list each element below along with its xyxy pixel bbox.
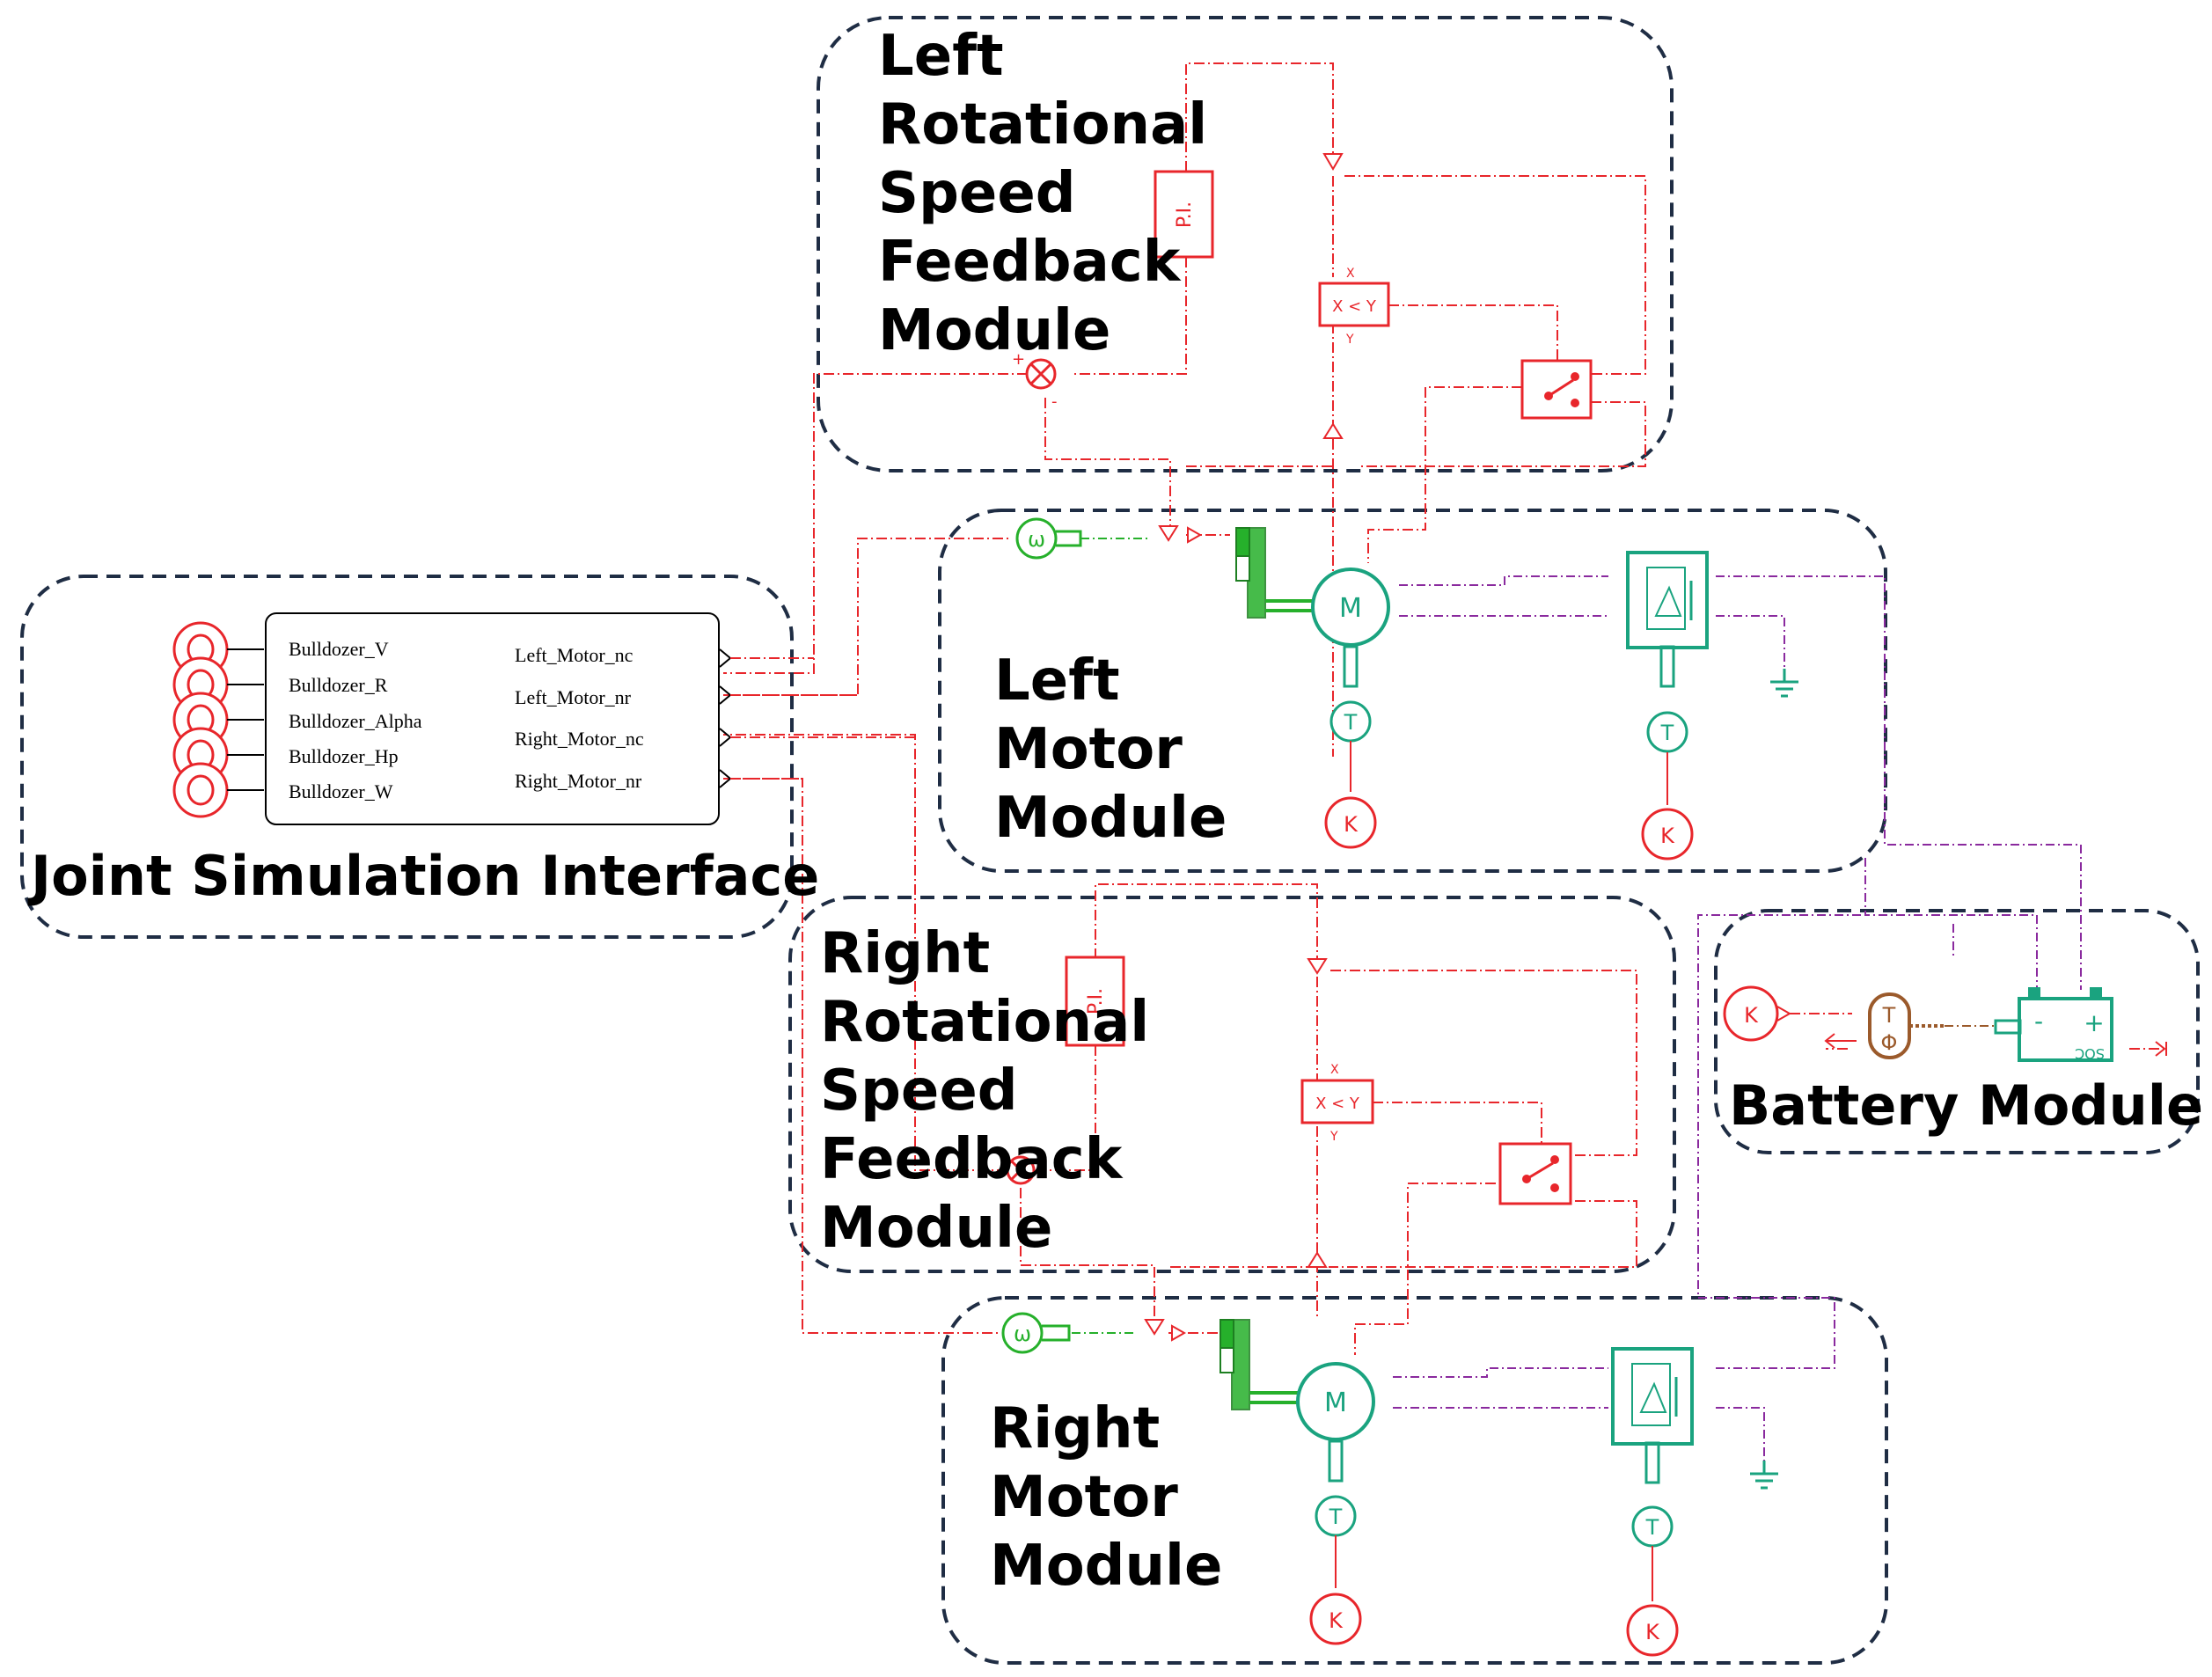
right-motor-label: M (1324, 1388, 1347, 1418)
mech-wires (1072, 538, 1148, 1334)
battery-title: Battery Module (1729, 1073, 2203, 1138)
right-compare-block (1300, 1079, 1374, 1124)
left-feedback-frame (817, 16, 1674, 472)
left-inverter-torque-sensor (1646, 711, 1688, 753)
right-pi-label: P.I. (1085, 988, 1107, 1014)
interface-input-3: Bulldozer_Hp (289, 745, 399, 767)
interface-block (265, 612, 720, 825)
interface-input-2: Bulldozer_Alpha (289, 710, 422, 732)
right-compare-x: X (1330, 1063, 1339, 1077)
joint-interface: Bulldozer_V Bulldozer_R Bulldozer_Alpha … (172, 612, 915, 825)
left-pi-label: P.I. (1174, 201, 1196, 228)
left-speed-sensor-label: ω (1028, 527, 1045, 552)
left-motor (1311, 568, 1390, 647)
left-motor-label: M (1339, 593, 1362, 624)
right-speed-sensor-label: ω (1014, 1322, 1031, 1346)
interface-output-1: Left_Motor_nr (515, 686, 632, 708)
left-feedback-title-1: Rotational (878, 92, 1207, 157)
battery-plus-label: + (2084, 1008, 2104, 1037)
left-inverter-constant-label: K (1660, 824, 1675, 848)
right-motor (1296, 1362, 1375, 1441)
interface-input-0: Bulldozer_V (289, 638, 389, 660)
interface-output-0: Left_Motor_nc (515, 644, 634, 666)
right-feedback-title-0: Right (820, 921, 990, 986)
left-motor-title-2: Module (994, 786, 1227, 851)
battery-constant (1723, 985, 1779, 1042)
right-motor-frame (941, 1296, 1888, 1665)
battery-components: K T Φ - + SOC (1723, 985, 2167, 1062)
left-feedback-title-0: Left (878, 24, 1004, 89)
left-inverter-constant (1641, 808, 1694, 860)
right-pi-controller (1065, 956, 1125, 1047)
right-inverter-constant-label: K (1645, 1620, 1660, 1644)
interface-output-wires (730, 657, 915, 780)
thermal-phi-label: Φ (1881, 1030, 1898, 1055)
left-pi-controller (1154, 170, 1214, 259)
interface-input-symbols (172, 621, 229, 818)
interface-output-2: Right_Motor_nc (515, 728, 644, 750)
left-compare-x: X (1346, 267, 1355, 281)
right-feedback-title-2: Speed (820, 1058, 1018, 1124)
left-motor-torque-label: T (1344, 710, 1358, 735)
left-motor-title-0: Left (994, 648, 1120, 714)
joint-interface-title: Joint Simulation Interface (27, 844, 819, 908)
right-inverter-constant (1626, 1604, 1679, 1657)
battery-soc-label: SOC (2075, 1045, 2105, 1062)
left-inverter-torque-label: T (1660, 721, 1674, 745)
right-inverter-torque-label: T (1645, 1515, 1659, 1540)
left-feedback-components: P.I. + - X < Y X Y (1012, 153, 1593, 439)
interface-output-3: Right_Motor_nr (515, 770, 642, 792)
left-feedback-title-2: Speed (878, 161, 1076, 226)
left-compare-label: X < Y (1332, 297, 1377, 316)
right-compare-y: Y (1329, 1130, 1338, 1144)
right-feedback-title-3: Feedback (820, 1127, 1124, 1192)
module-titles: Left Rotational Speed Feedback Module Le… (27, 24, 2203, 1599)
left-compare-y: Y (1345, 333, 1354, 347)
right-compare-label: X < Y (1315, 1095, 1360, 1113)
right-motor-constant-label: K (1329, 1608, 1344, 1633)
module-frames (20, 16, 2200, 1665)
power-wires (1393, 575, 2082, 1461)
right-motor-torque-label: T (1329, 1505, 1343, 1529)
left-feedback-title-4: Module (878, 298, 1110, 363)
right-feedback-title-1: Rotational (820, 990, 1149, 1055)
thermal-t-label: T (1882, 1003, 1896, 1028)
battery-minus-label: - (2034, 1007, 2043, 1036)
left-motor-title-1: Motor (994, 717, 1183, 782)
right-motor-title-0: Right (990, 1396, 1160, 1461)
right-feedback-frame (788, 896, 1676, 1273)
right-motor-components: ω M T K T K (1001, 1312, 1778, 1657)
left-compare-block (1318, 282, 1390, 327)
right-motor-constant (1309, 1593, 1362, 1645)
battery-constant-label: K (1744, 1003, 1759, 1028)
joint-interface-frame (20, 575, 794, 939)
right-motor-title-2: Module (990, 1534, 1222, 1599)
right-motor-title-1: Motor (990, 1465, 1178, 1530)
left-motor-constant-label: K (1344, 812, 1359, 837)
left-speed-sensor (1015, 517, 1058, 560)
left-motor-constant (1324, 796, 1377, 849)
left-sum-plus: + (1012, 350, 1025, 369)
right-feedback-title-4: Module (820, 1196, 1052, 1261)
left-sum-minus: - (1051, 392, 1058, 411)
left-motor-components: ω M T K T K (1015, 517, 1798, 860)
battery-frame (1714, 909, 2200, 1154)
interface-input-1: Bulldozer_R (289, 674, 388, 696)
right-speed-sensor (1001, 1312, 1044, 1354)
interface-input-4: Bulldozer_W (289, 780, 393, 802)
left-feedback-title-3: Feedback (878, 230, 1182, 295)
right-feedback-components: P.I. X < Y X Y (1006, 956, 1572, 1268)
